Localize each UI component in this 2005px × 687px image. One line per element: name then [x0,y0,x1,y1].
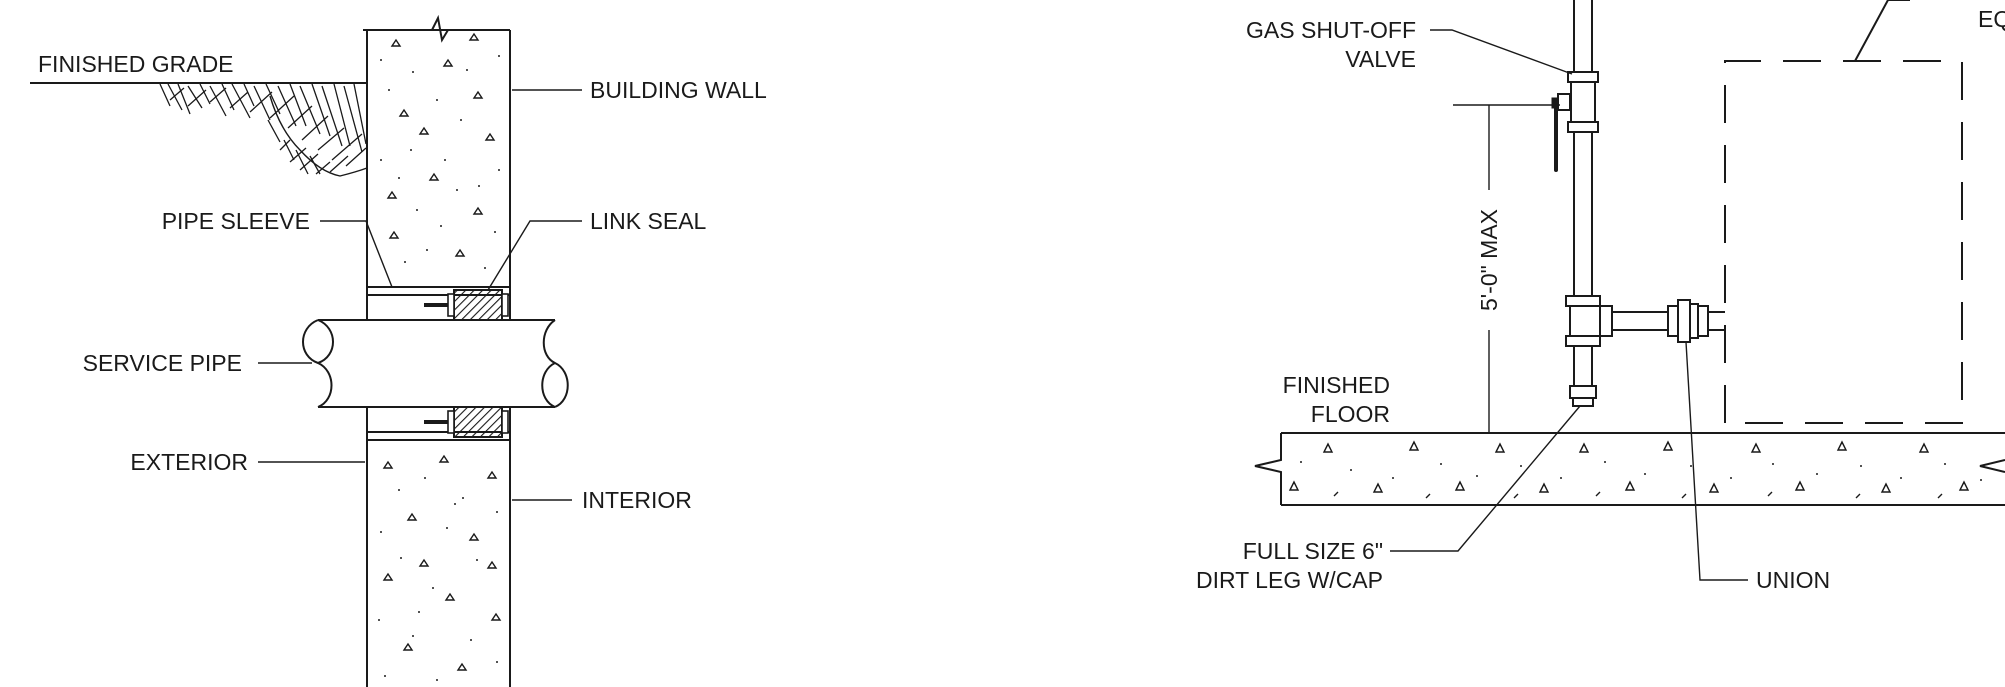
pipe-sleeve-label: PIPE SLEEVE [162,208,310,234]
height-dimension [1453,104,1560,433]
finished-floor-label-line2: FLOOR [1311,401,1390,427]
gas-shutoff-valve [1551,71,1599,172]
union-fitting [1667,299,1725,343]
gas-valve-label-line2: VALVE [1345,46,1416,72]
floor-slab [1254,432,2005,506]
service-pipe-label: SERVICE PIPE [83,350,242,376]
union-label: UNION [1756,567,1830,593]
dirt-leg-label-line2: DIRT LEG W/CAP [1196,567,1383,593]
tee-fitting [1565,295,1668,347]
dimension-label: 5'-0" MAX [1476,209,1502,311]
link-seal [424,289,509,438]
dirt-leg [1569,346,1597,407]
finished-grade-label: FINISHED GRADE [38,51,234,77]
right-leader-lines [1390,29,1748,581]
exterior-label: EXTERIOR [130,449,248,475]
building-wall [363,14,511,687]
link-seal-label: LINK SEAL [590,208,707,234]
equipment-label-partial: EQU [1978,6,2005,32]
wall-penetration-detail: FINISHED GRADE BUILDING WALL PIPE SLEEVE… [30,14,767,687]
service-pipe [302,319,569,408]
equipment-outline [1724,0,1963,424]
gas-piping-detail: GAS SHUT-OFF VALVE 5'-0" MAX FINISHED FL… [1196,0,2005,593]
interior-label: INTERIOR [582,487,692,513]
building-wall-label: BUILDING WALL [590,77,767,103]
dirt-leg-label-line1: FULL SIZE 6" [1243,538,1383,564]
finished-grade-earth [30,82,368,177]
gas-valve-label-line1: GAS SHUT-OFF [1246,17,1416,43]
finished-floor-label-line1: FINISHED [1283,372,1390,398]
left-leader-lines [258,89,582,501]
gas-riser-pipe [1573,0,1593,296]
